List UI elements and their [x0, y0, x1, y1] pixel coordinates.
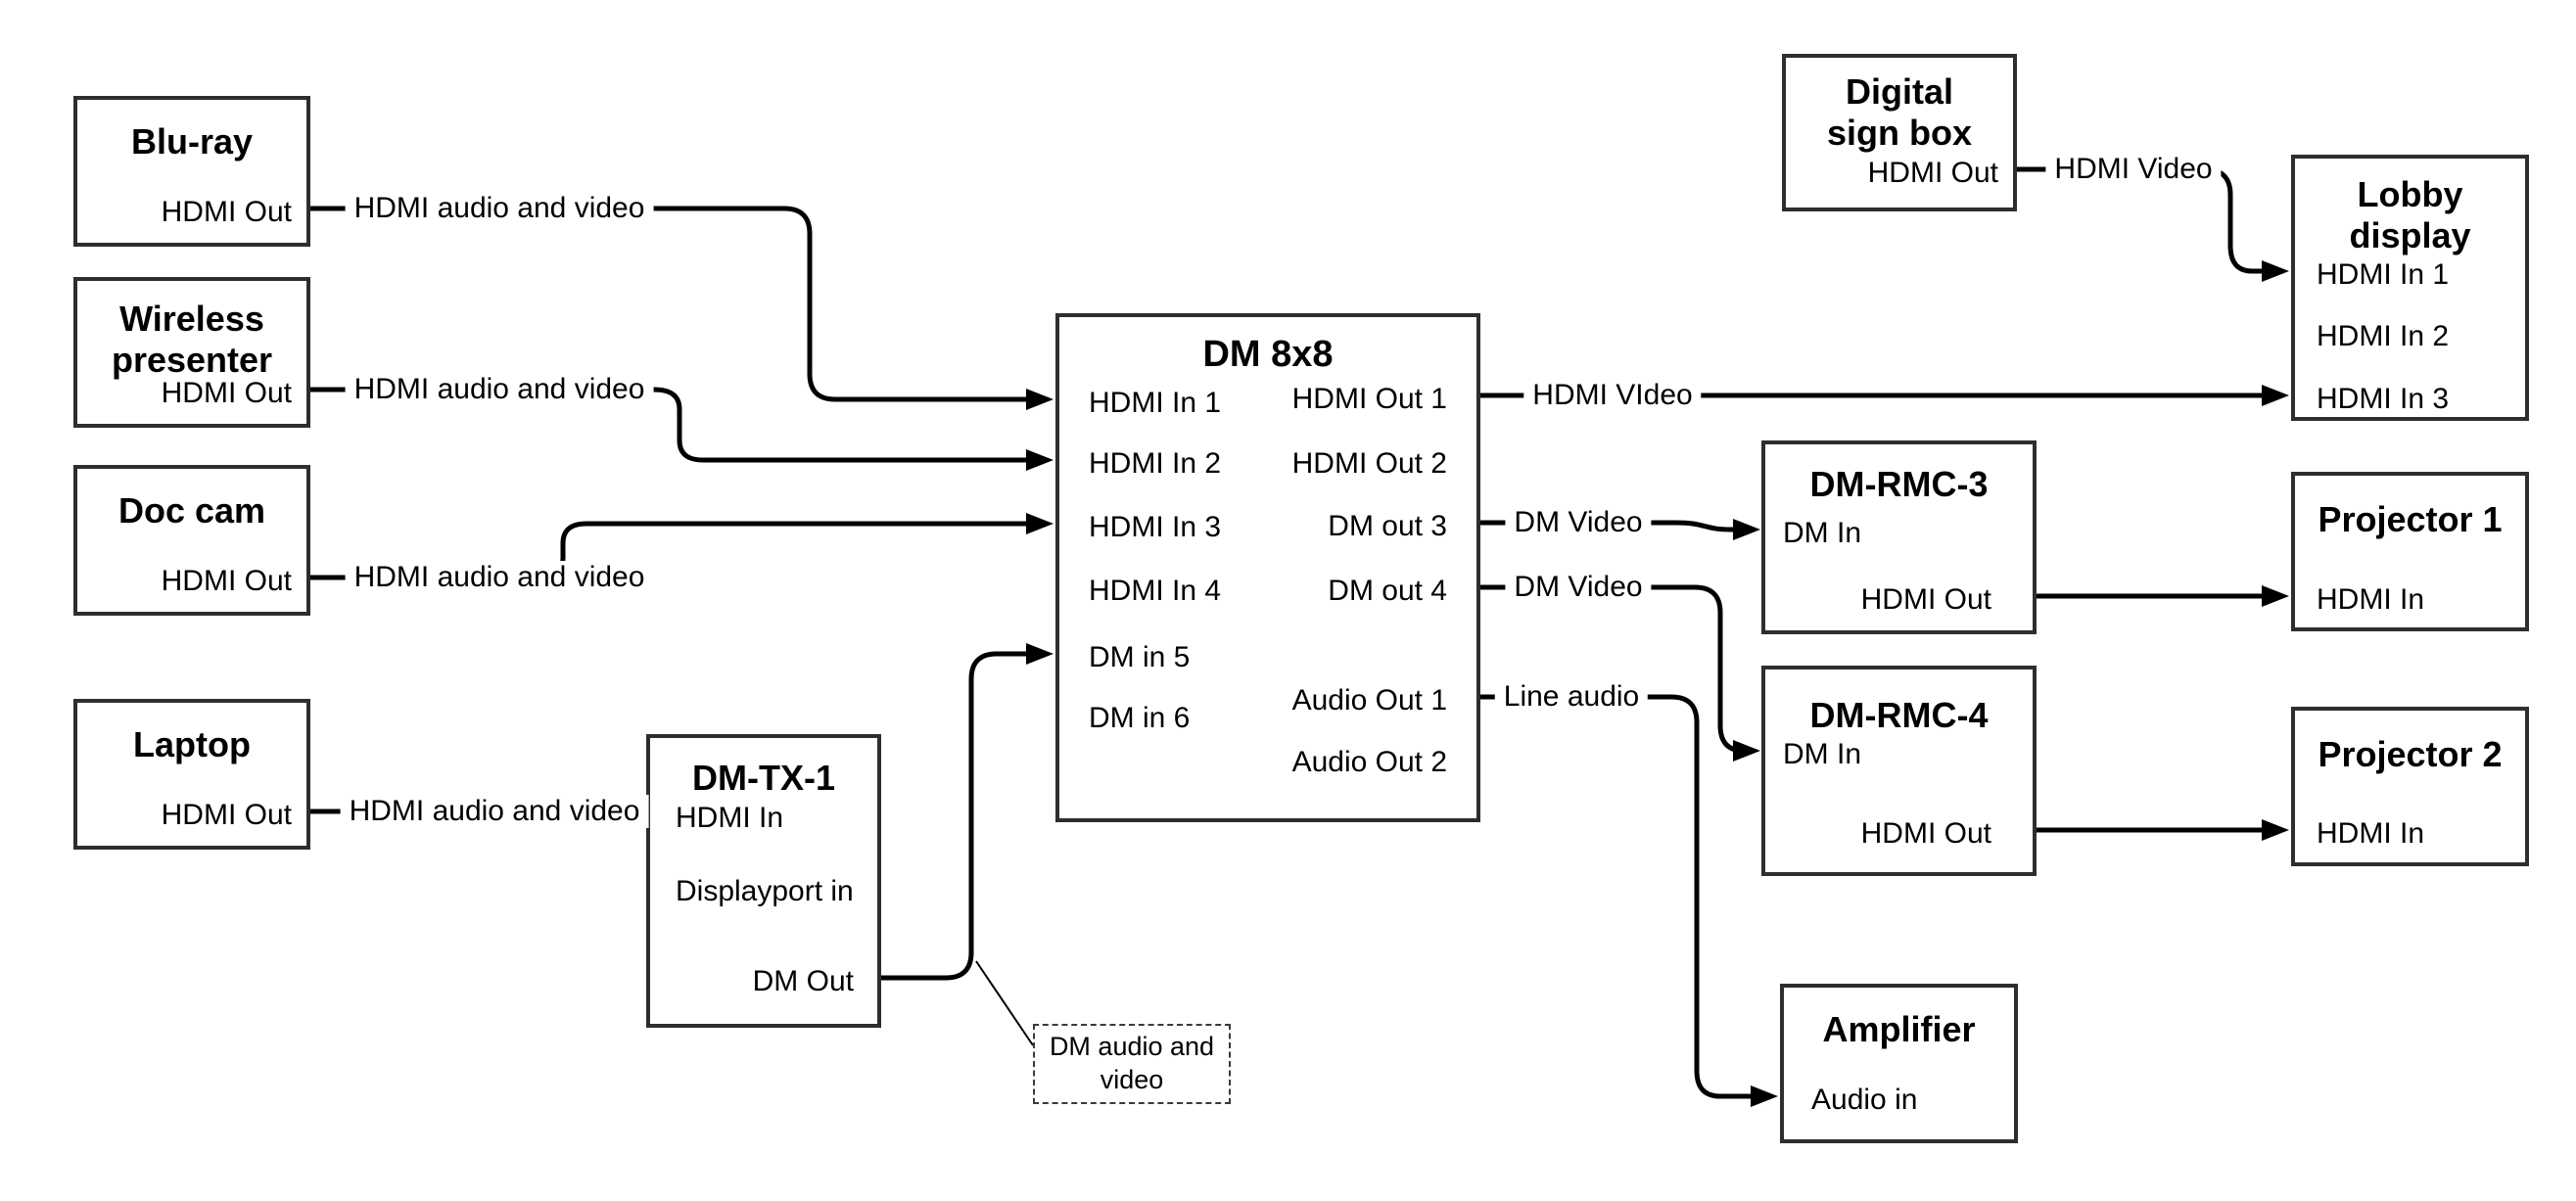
port-dm8x8-hdmi-in-2: HDMI In 2: [1089, 447, 1222, 480]
edge-label-hdmi-video-out1: HDMI VIdeo: [1523, 379, 1702, 412]
node-wireless-presenter: Wireless presenter HDMI Out: [73, 277, 310, 428]
node-dm-rmc-4: DM-RMC-4 DM In HDMI Out: [1761, 666, 2037, 876]
node-dmrmc3-title: DM-RMC-3: [1809, 464, 1989, 504]
node-laptop-title: Laptop: [133, 724, 251, 764]
node-wireless-title: Wireless presenter: [111, 299, 273, 381]
port-laptop-hdmi-out: HDMI Out: [161, 799, 292, 831]
port-dm8x8-hdmi-out-1: HDMI Out 1: [1291, 383, 1447, 415]
node-digital-sign-box: Digital sign box HDMI Out: [1782, 54, 2017, 211]
node-lobby-display: Lobby display HDMI In 1 HDMI In 2 HDMI I…: [2291, 155, 2529, 421]
port-lobby-hdmi-in-3: HDMI In 3: [2317, 383, 2450, 415]
arrow-hdmiin3: [1026, 513, 1054, 534]
edge-label-dm-video-3: DM Video: [1505, 506, 1652, 539]
node-dm-8x8: DM 8x8 HDMI In 1 HDMI In 2 HDMI In 3 HDM…: [1055, 313, 1480, 822]
arrow-rmc4-dmin: [1733, 740, 1760, 762]
arrow-amp-audioin: [1751, 1086, 1778, 1107]
node-projector-1: Projector 1 HDMI In: [2291, 472, 2529, 631]
node-bluray: Blu-ray HDMI Out: [73, 96, 310, 247]
port-dm8x8-dm-in-5: DM in 5: [1089, 641, 1191, 673]
wire-dmtx1-dmin5: [879, 651, 1032, 981]
port-dm8x8-dm-out-3: DM out 3: [1328, 510, 1447, 542]
port-dmrmc3-dm-in: DM In: [1783, 517, 1862, 549]
node-dm8x8-title: DM 8x8: [1202, 334, 1334, 375]
arrow-lobby-hdmiin3: [2262, 385, 2289, 406]
node-dmtx1-title: DM-TX-1: [692, 758, 835, 798]
edge-label-bluray: HDMI audio and video: [345, 192, 654, 225]
node-lobby-title: Lobby display: [2349, 174, 2471, 256]
port-amplifier-audio-in: Audio in: [1811, 1084, 1918, 1116]
port-dmrmc4-hdmi-out: HDMI Out: [1860, 817, 1991, 850]
arrow-hdmiin2: [1026, 449, 1054, 471]
node-dm-tx-1: DM-TX-1 HDMI In Displayport in DM Out: [646, 734, 881, 1028]
port-dm8x8-dm-out-4: DM out 4: [1328, 575, 1447, 607]
node-dm-rmc-3: DM-RMC-3 DM In HDMI Out: [1761, 440, 2037, 634]
port-dm8x8-hdmi-in-3: HDMI In 3: [1089, 511, 1222, 543]
wire-bluray-hdmiin1: [310, 206, 1032, 402]
wire-audioout1-amp: [1478, 694, 1756, 1099]
port-dmrmc4-dm-in: DM In: [1783, 738, 1862, 770]
node-projector1-title: Projector 1: [2318, 499, 2503, 539]
port-dm8x8-audio-out-1: Audio Out 1: [1291, 684, 1447, 716]
port-lobby-hdmi-in-1: HDMI In 1: [2317, 258, 2450, 291]
arrow-rmc3-dmin: [1733, 519, 1760, 540]
arrow-projector2-hdmiin: [2262, 819, 2289, 841]
node-amplifier-title: Amplifier: [1822, 1009, 1976, 1049]
wire-wireless-hdmiin2: [310, 387, 1032, 463]
port-lobby-hdmi-in-2: HDMI In 2: [2317, 320, 2450, 352]
node-digitalsign-title: Digital sign box: [1826, 71, 1972, 154]
node-amplifier: Amplifier Audio in: [1780, 984, 2018, 1143]
arrow-hdmiin1: [1026, 389, 1054, 410]
node-doc-cam: Doc cam HDMI Out: [73, 465, 310, 616]
port-digitalsign-hdmi-out: HDMI Out: [1867, 157, 1998, 189]
edge-label-line-audio: Line audio: [1494, 680, 1649, 714]
edge-label-dm-video-4: DM Video: [1505, 571, 1652, 604]
node-bluray-title: Blu-ray: [130, 121, 254, 162]
arrow-lobby-hdmiin1: [2262, 260, 2289, 282]
node-doccam-title: Doc cam: [117, 490, 266, 531]
edge-label-wireless: HDMI audio and video: [345, 373, 654, 406]
port-dmrmc3-hdmi-out: HDMI Out: [1860, 583, 1991, 616]
arrow-projector1-hdmiin: [2262, 585, 2289, 607]
wire-dmout4-rmc4: [1478, 584, 1745, 754]
port-dm8x8-audio-out-2: Audio Out 2: [1291, 746, 1447, 778]
port-dm8x8-dm-in-6: DM in 6: [1089, 702, 1191, 734]
port-doccam-hdmi-out: HDMI Out: [161, 565, 292, 597]
port-dm8x8-hdmi-in-4: HDMI In 4: [1089, 575, 1222, 607]
port-dmtx1-dm-out: DM Out: [752, 965, 854, 997]
edge-label-hdmi-video-sign: HDMI Video: [2045, 153, 2222, 186]
port-dmtx1-displayport-in: Displayport in: [676, 875, 854, 907]
port-bluray-hdmi-out: HDMI Out: [161, 196, 292, 228]
port-dm8x8-hdmi-in-1: HDMI In 1: [1089, 387, 1222, 419]
note-dm-audio-and-video: DM audio and video: [1033, 1024, 1231, 1104]
port-projector2-hdmi-in: HDMI In: [2317, 817, 2425, 850]
node-laptop: Laptop HDMI Out: [73, 699, 310, 850]
port-dmtx1-hdmi-in: HDMI In: [676, 802, 784, 834]
arrow-dmin5: [1026, 643, 1054, 665]
wire-dmout3-rmc3: [1478, 520, 1739, 532]
note-leader-line: [975, 960, 1034, 1046]
port-projector1-hdmi-in: HDMI In: [2317, 583, 2425, 616]
node-projector2-title: Projector 2: [2318, 734, 2503, 774]
edge-label-laptop: HDMI audio and video: [340, 795, 649, 828]
port-dm8x8-hdmi-out-2: HDMI Out 2: [1291, 447, 1447, 480]
edge-label-doccam: HDMI audio and video: [345, 561, 654, 594]
port-wireless-hdmi-out: HDMI Out: [161, 377, 292, 409]
node-projector-2: Projector 2 HDMI In: [2291, 707, 2529, 866]
node-dmrmc4-title: DM-RMC-4: [1809, 695, 1989, 735]
